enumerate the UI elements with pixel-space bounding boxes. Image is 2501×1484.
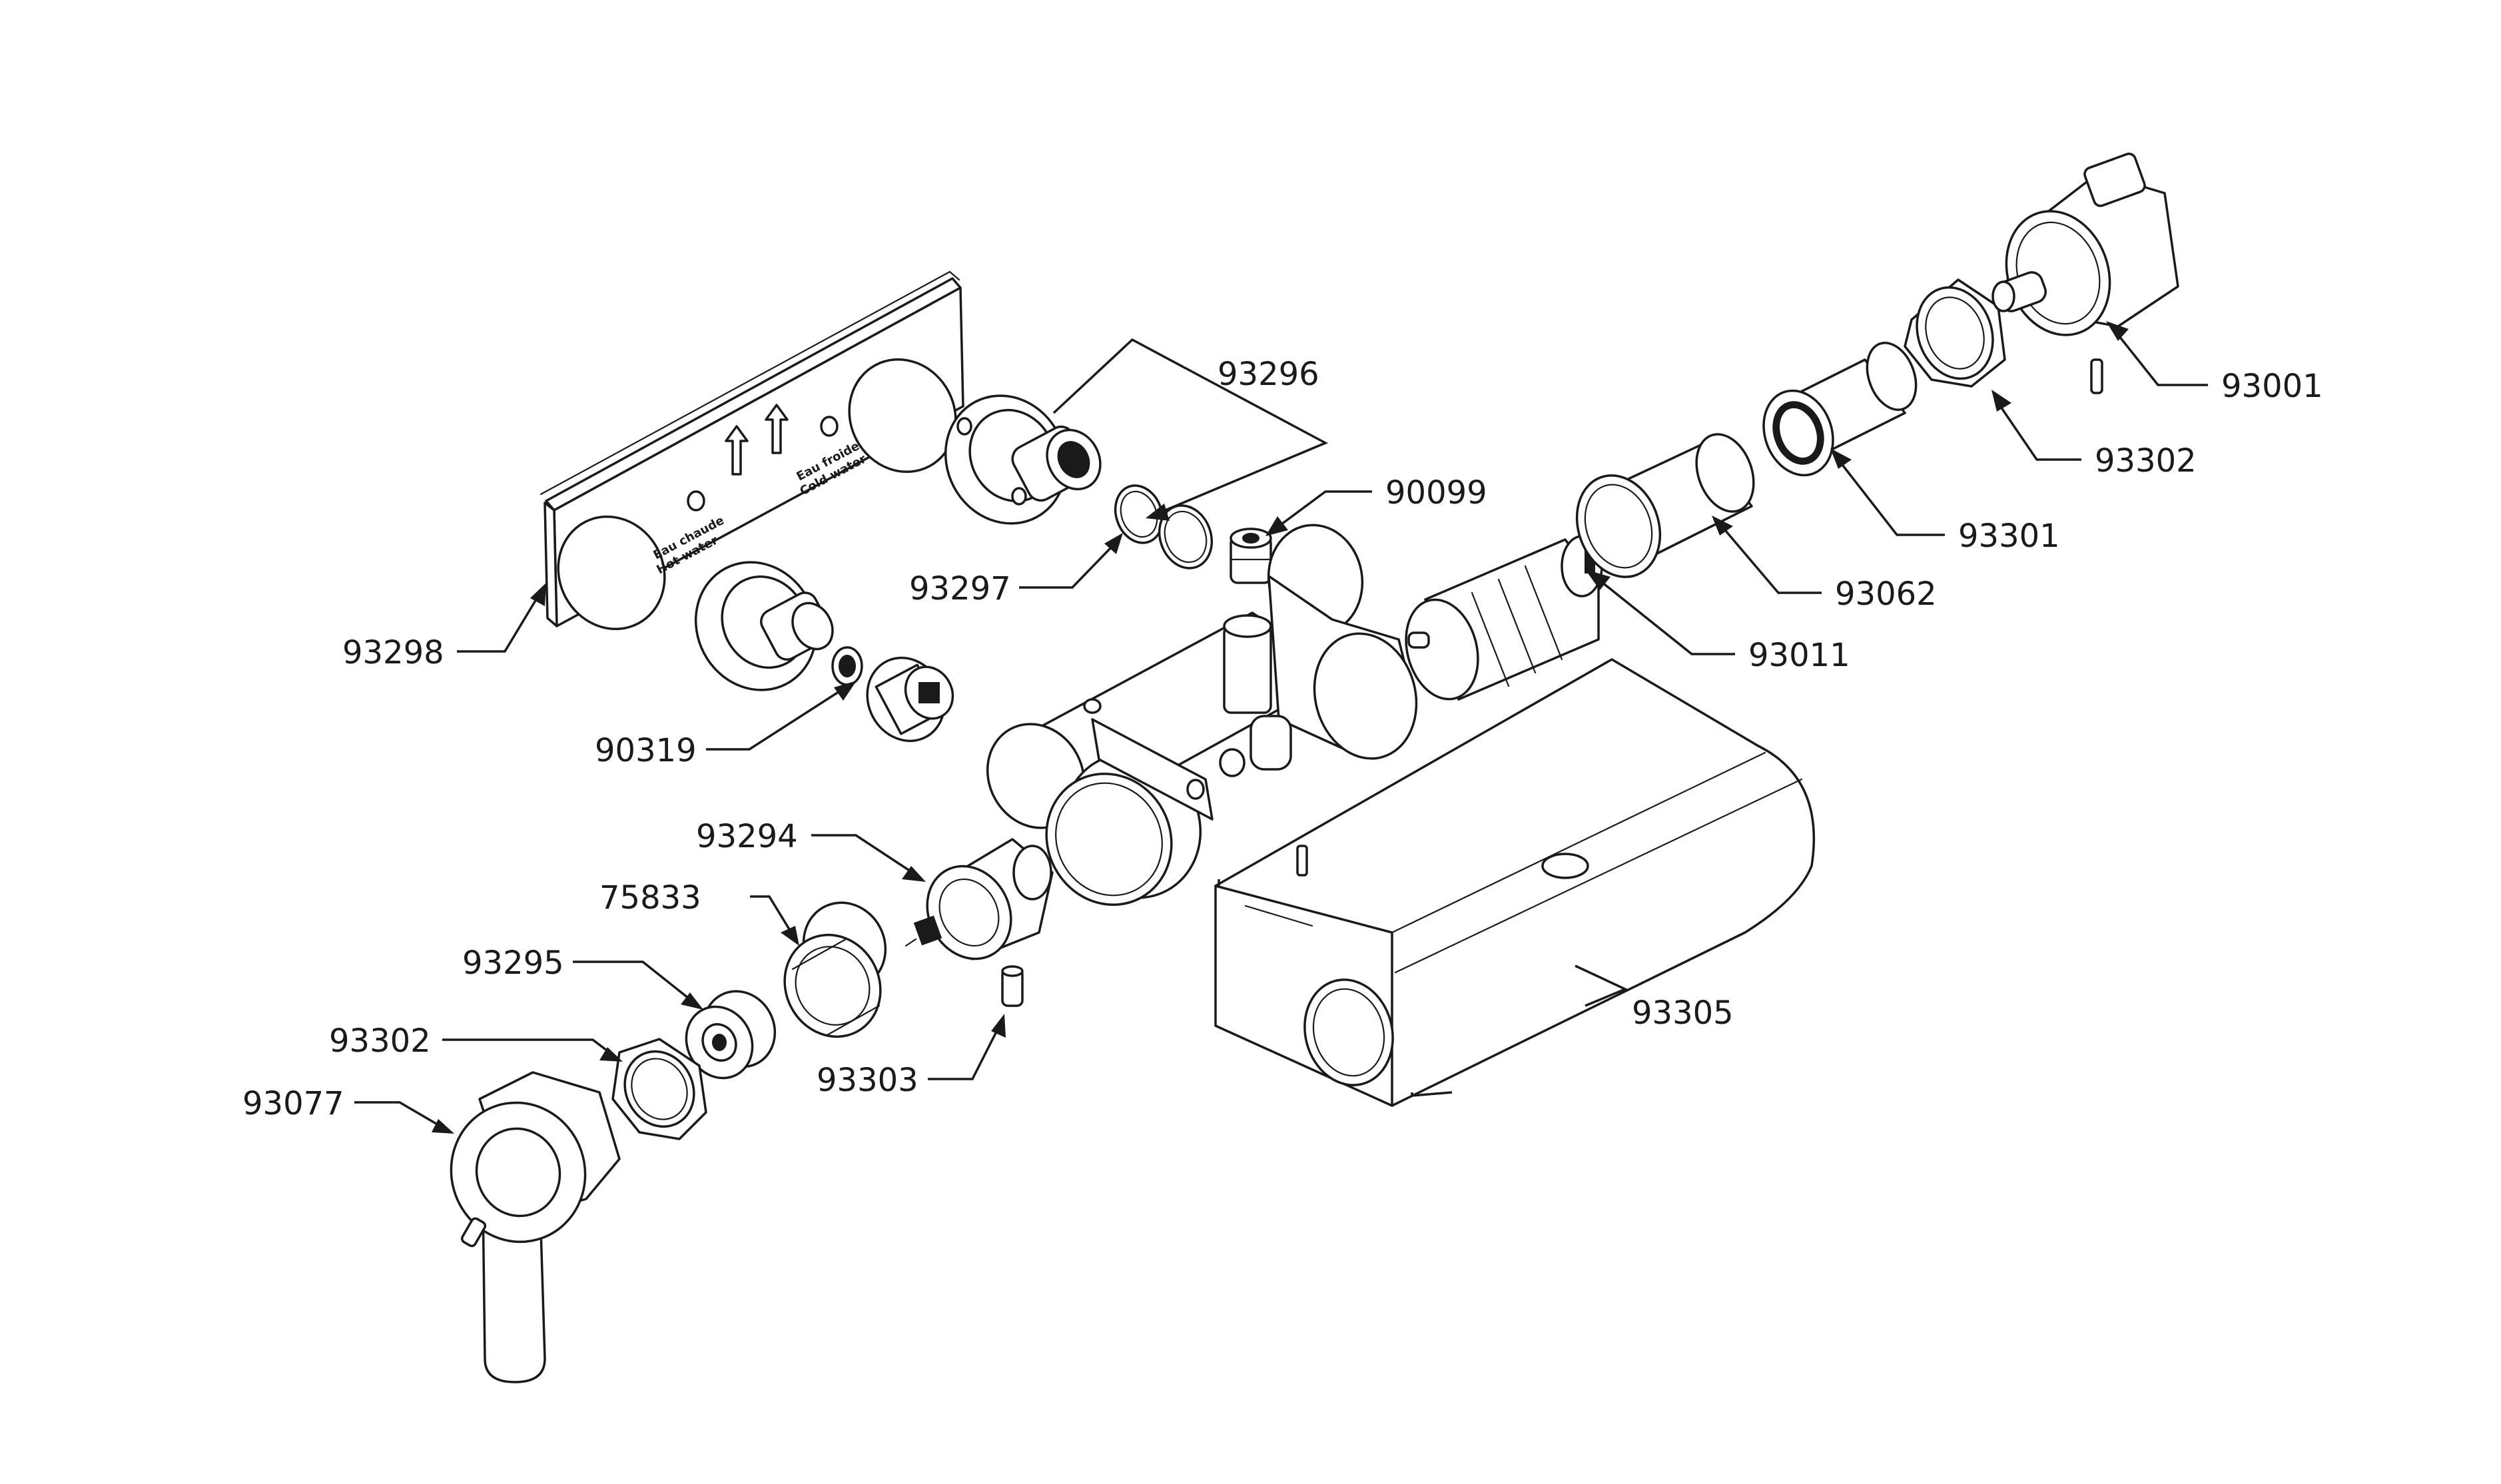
- temperature-knob-93001: [1991, 153, 2179, 394]
- callout-93305: 93305: [1632, 994, 1734, 1032]
- callout-90099: 90099: [1385, 474, 1487, 512]
- callout-93011: 93011: [1748, 637, 1850, 674]
- mixer-body: [986, 524, 1418, 907]
- cartridge-93294: [904, 838, 1054, 960]
- callout-93297: 93297: [909, 570, 1011, 607]
- callout-93298: 93298: [342, 634, 444, 671]
- callout-90319: 90319: [595, 732, 697, 769]
- leaders: [354, 321, 2208, 1134]
- pin-93303: [1001, 965, 1024, 1007]
- lever-handle-93077: [450, 1071, 621, 1383]
- o-rings-93297: [1114, 484, 1214, 569]
- hex-nut-93302-lower: [611, 1038, 707, 1140]
- threaded-sleeve-93301: [1762, 342, 1918, 477]
- callout-93296: 93296: [1218, 356, 1319, 393]
- callout-labels: 93001 93302 93301 93062 93011 93296 9009…: [242, 356, 2323, 1122]
- cover-93305: [1214, 658, 1816, 1107]
- nut-75833: [783, 901, 887, 1038]
- hex-nut-93302-upper: [1904, 278, 2006, 388]
- callout-93294: 93294: [696, 818, 798, 855]
- callout-93062: 93062: [1835, 575, 1937, 613]
- callout-75833: 75833: [599, 879, 701, 917]
- thermo-cartridge-93011: [1405, 535, 1603, 701]
- callout-93077: 93077: [242, 1085, 344, 1122]
- check-valve-93296: [944, 394, 1102, 525]
- callout-93302-lower: 93302: [329, 1022, 431, 1060]
- sleeve-93062: [1575, 433, 1755, 578]
- callout-93295: 93295: [462, 944, 564, 982]
- callout-93301: 93301: [1958, 518, 2060, 555]
- callout-93302-upper: 93302: [2095, 442, 2197, 480]
- valve-90319: [694, 561, 954, 743]
- plug-90099: [1230, 528, 1272, 584]
- callout-93303: 93303: [817, 1062, 918, 1099]
- mounting-plate-93298: Eau chaude Hot water Eau froide Cold wat…: [539, 270, 964, 631]
- bushing-93295: [685, 990, 777, 1080]
- callout-93001: 93001: [2221, 368, 2323, 405]
